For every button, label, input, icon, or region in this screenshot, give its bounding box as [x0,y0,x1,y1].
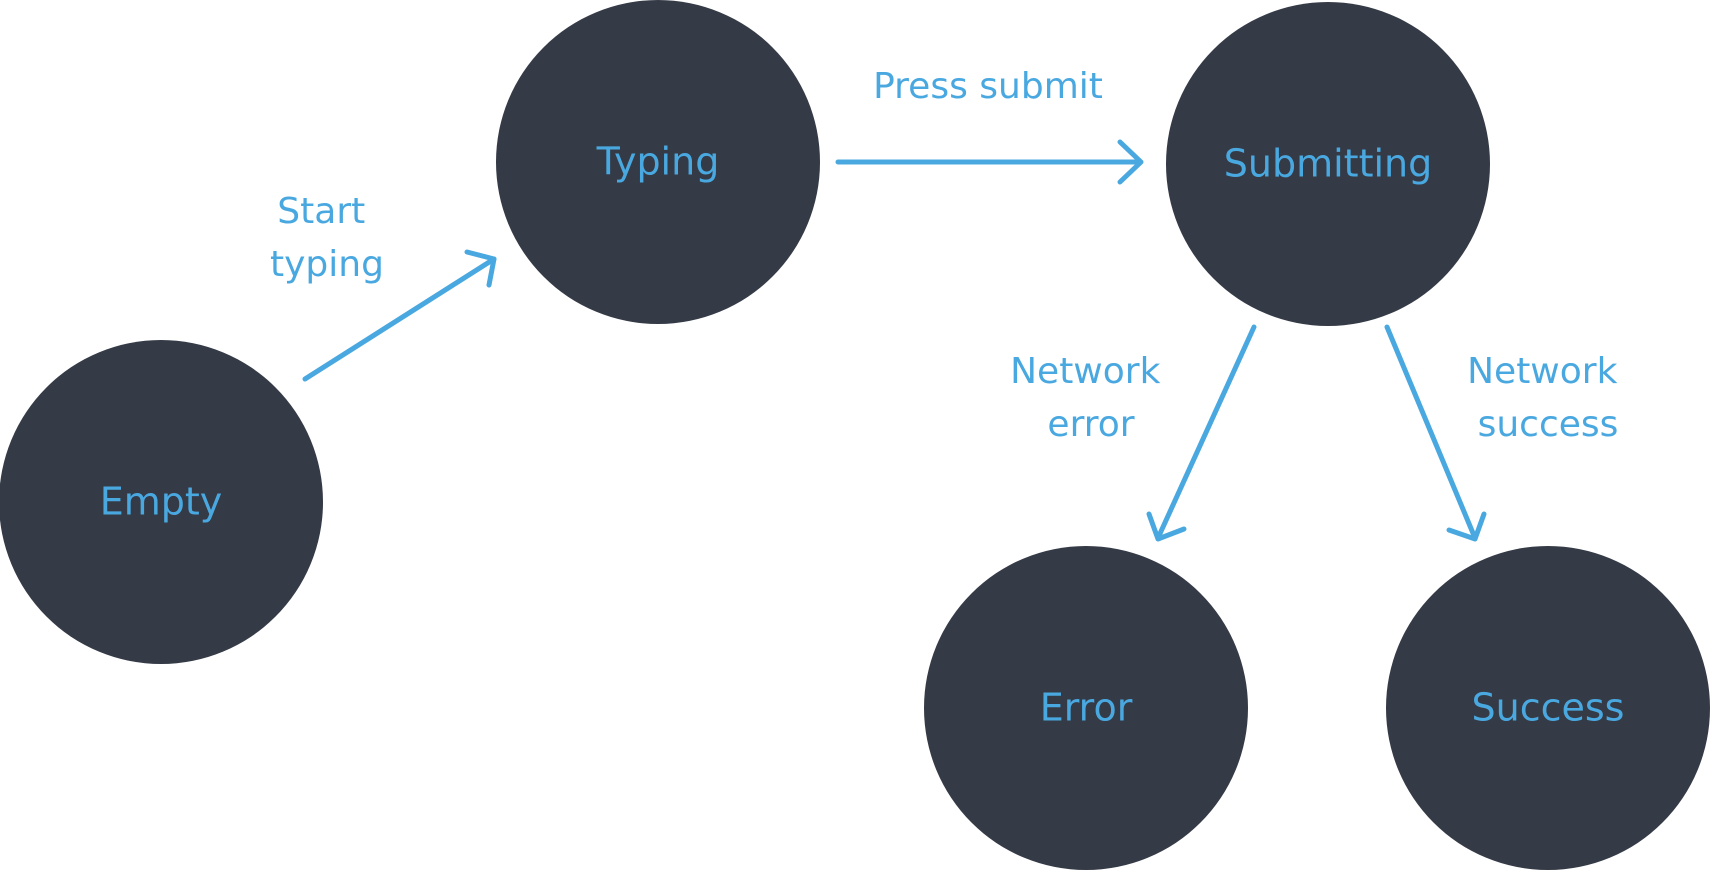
arrow-line [302,256,497,382]
edge-label-press-submit: Press submit [873,66,1103,107]
state-node-typing: Typing [496,0,820,324]
state-label-success: Success [1472,686,1625,730]
arrowhead-icon [464,249,497,288]
arrow-line [1384,324,1478,541]
edge-label-network-success: Network success [1467,351,1629,445]
state-label-typing: Typing [596,140,720,184]
edge-label-line: Start [277,191,365,232]
arrow-line [1155,324,1257,541]
edge-label-line: Press submit [873,66,1103,107]
edge-submitting-to-success: Network success [1384,324,1629,542]
state-label-empty: Empty [100,480,223,524]
state-node-empty: Empty [0,340,323,664]
state-label-submitting: Submitting [1224,142,1432,186]
edge-label-network-error: Network error [1010,351,1172,445]
arrowhead-icon [1446,511,1487,542]
edge-label-start-typing: Start typing [270,191,384,285]
arrowhead-icon [1117,139,1144,185]
node-circle [1386,546,1710,870]
edge-label-line: Network [1467,351,1617,392]
edge-label-line: success [1478,404,1619,445]
node-circle [496,0,820,324]
state-node-error: Error [924,546,1248,870]
arrowhead-icon [1146,511,1187,542]
edge-empty-to-typing: Start typing [270,191,497,382]
state-label-error: Error [1040,686,1133,730]
node-circle [0,340,323,664]
edge-label-line: Network [1010,351,1160,392]
edge-label-line: error [1047,404,1134,445]
node-circle [1166,2,1490,326]
edge-submitting-to-error: Network error [1010,324,1257,542]
edge-typing-to-submitting: Press submit [835,66,1144,185]
state-node-success: Success [1386,546,1710,870]
edge-label-line: typing [270,244,384,285]
state-node-submitting: Submitting [1166,2,1490,326]
node-circle [924,546,1248,870]
